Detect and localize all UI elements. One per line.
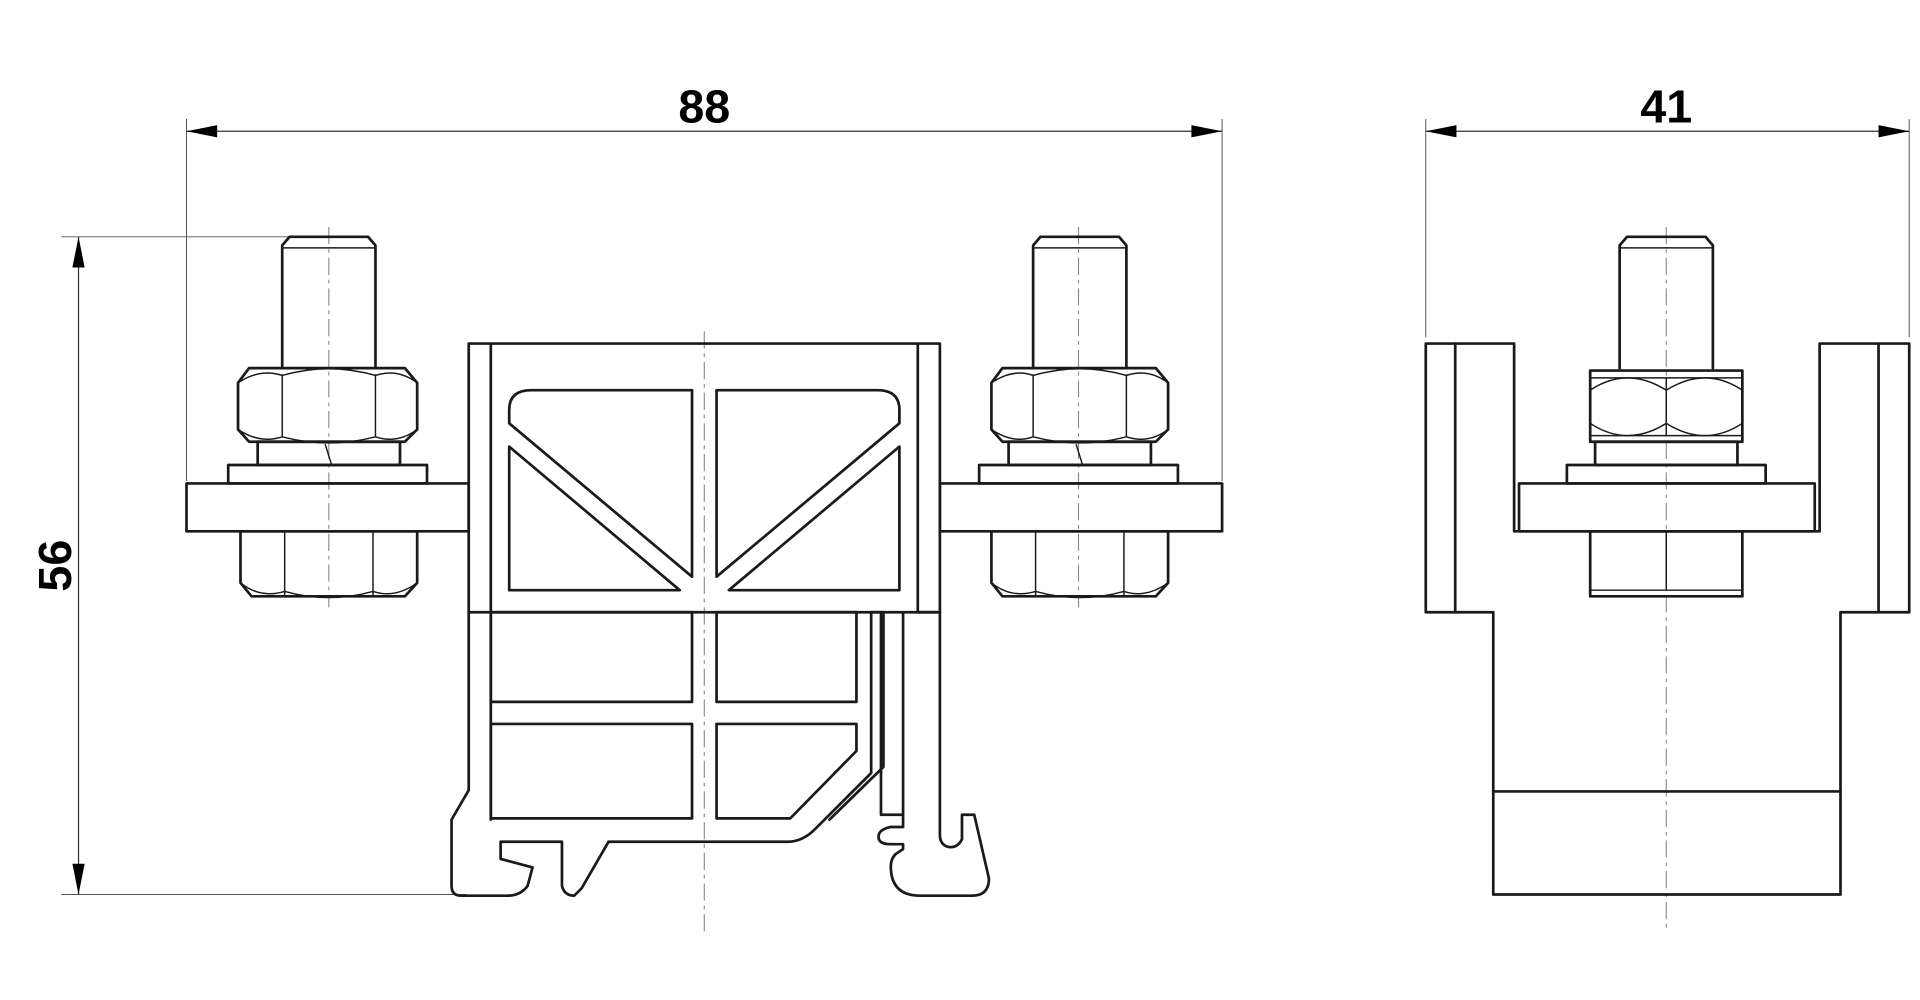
left-stud — [280, 235, 377, 370]
left-flat-washer — [226, 463, 429, 485]
right-upper-nut — [990, 366, 1170, 444]
side-view: 41 — [1424, 81, 1911, 933]
depth-dimension-label: 41 — [1640, 81, 1692, 133]
left-bus-bar — [185, 482, 471, 533]
right-lower-nut — [990, 529, 1170, 599]
right-bus-bar — [938, 482, 1224, 533]
left-upper-nut — [236, 366, 419, 444]
side-housing — [1424, 342, 1911, 896]
side-stud — [1618, 235, 1715, 370]
left-lower-nut — [239, 529, 419, 599]
right-lock-washer — [1007, 440, 1153, 467]
side-bus-bar — [1517, 482, 1817, 533]
front-view: 88 56 — [29, 81, 1224, 933]
side-lower-nut — [1588, 529, 1744, 598]
housing-lower — [450, 610, 991, 898]
height-dimension-label: 56 — [29, 540, 81, 592]
width-dimension: 88 — [186, 81, 1223, 481]
housing-upper — [467, 342, 942, 614]
width-dimension-label: 88 — [678, 81, 730, 133]
height-dimension: 56 — [29, 236, 467, 895]
side-upper-nut — [1588, 369, 1744, 444]
depth-dimension: 41 — [1425, 81, 1910, 338]
right-stud — [1031, 235, 1128, 370]
